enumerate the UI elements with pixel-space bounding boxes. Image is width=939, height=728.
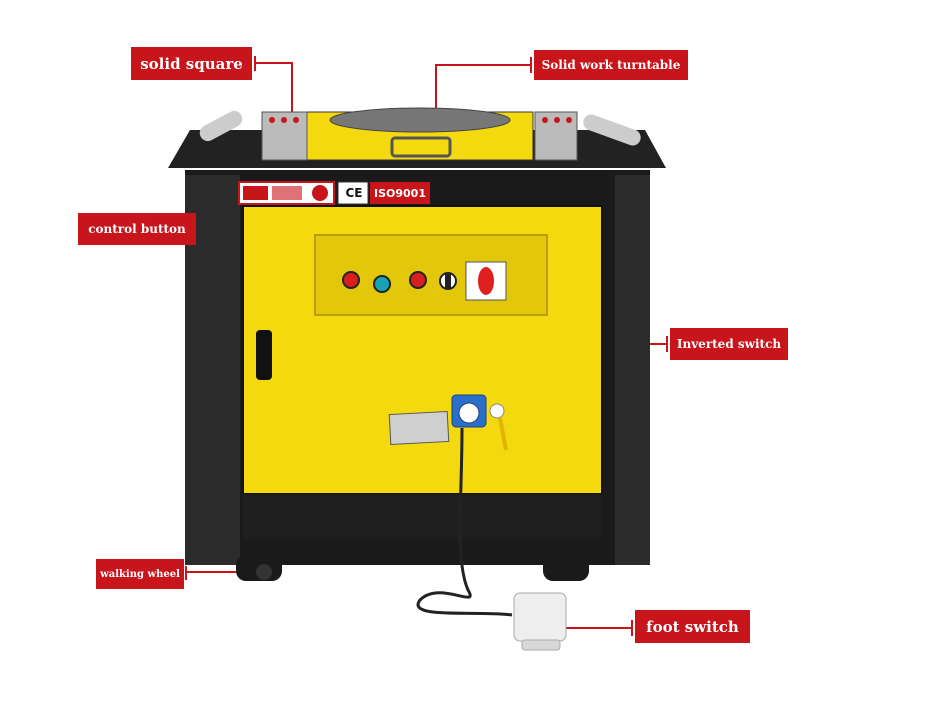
base-plate	[243, 494, 602, 539]
turntable-handle	[390, 136, 452, 158]
leader-solid-square	[255, 62, 293, 118]
door-handle	[256, 330, 272, 380]
leader-turntable	[435, 64, 531, 118]
callout-walking-wheel: walking wheel	[96, 559, 184, 589]
control-buttons	[342, 261, 507, 301]
callout-control-button: control button	[78, 213, 196, 245]
socket-area	[388, 394, 508, 451]
foot-switch-assembly	[416, 427, 567, 651]
roller-right	[583, 114, 641, 146]
turntable-disc	[329, 107, 511, 133]
nameplate	[238, 181, 430, 205]
iso-certification: ISO9001	[374, 186, 426, 200]
wheels	[236, 555, 589, 581]
top-assembly	[199, 107, 641, 161]
ce-mark: CE	[345, 186, 363, 200]
callout-solid-square: solid square	[131, 47, 252, 80]
callout-inverted-switch: Inverted switch	[670, 328, 788, 360]
callout-foot-switch: foot switch	[635, 610, 750, 643]
cabinet-side-right	[615, 175, 650, 565]
callout-turntable: Solid work turntable	[534, 50, 688, 80]
roller-left	[199, 110, 243, 142]
